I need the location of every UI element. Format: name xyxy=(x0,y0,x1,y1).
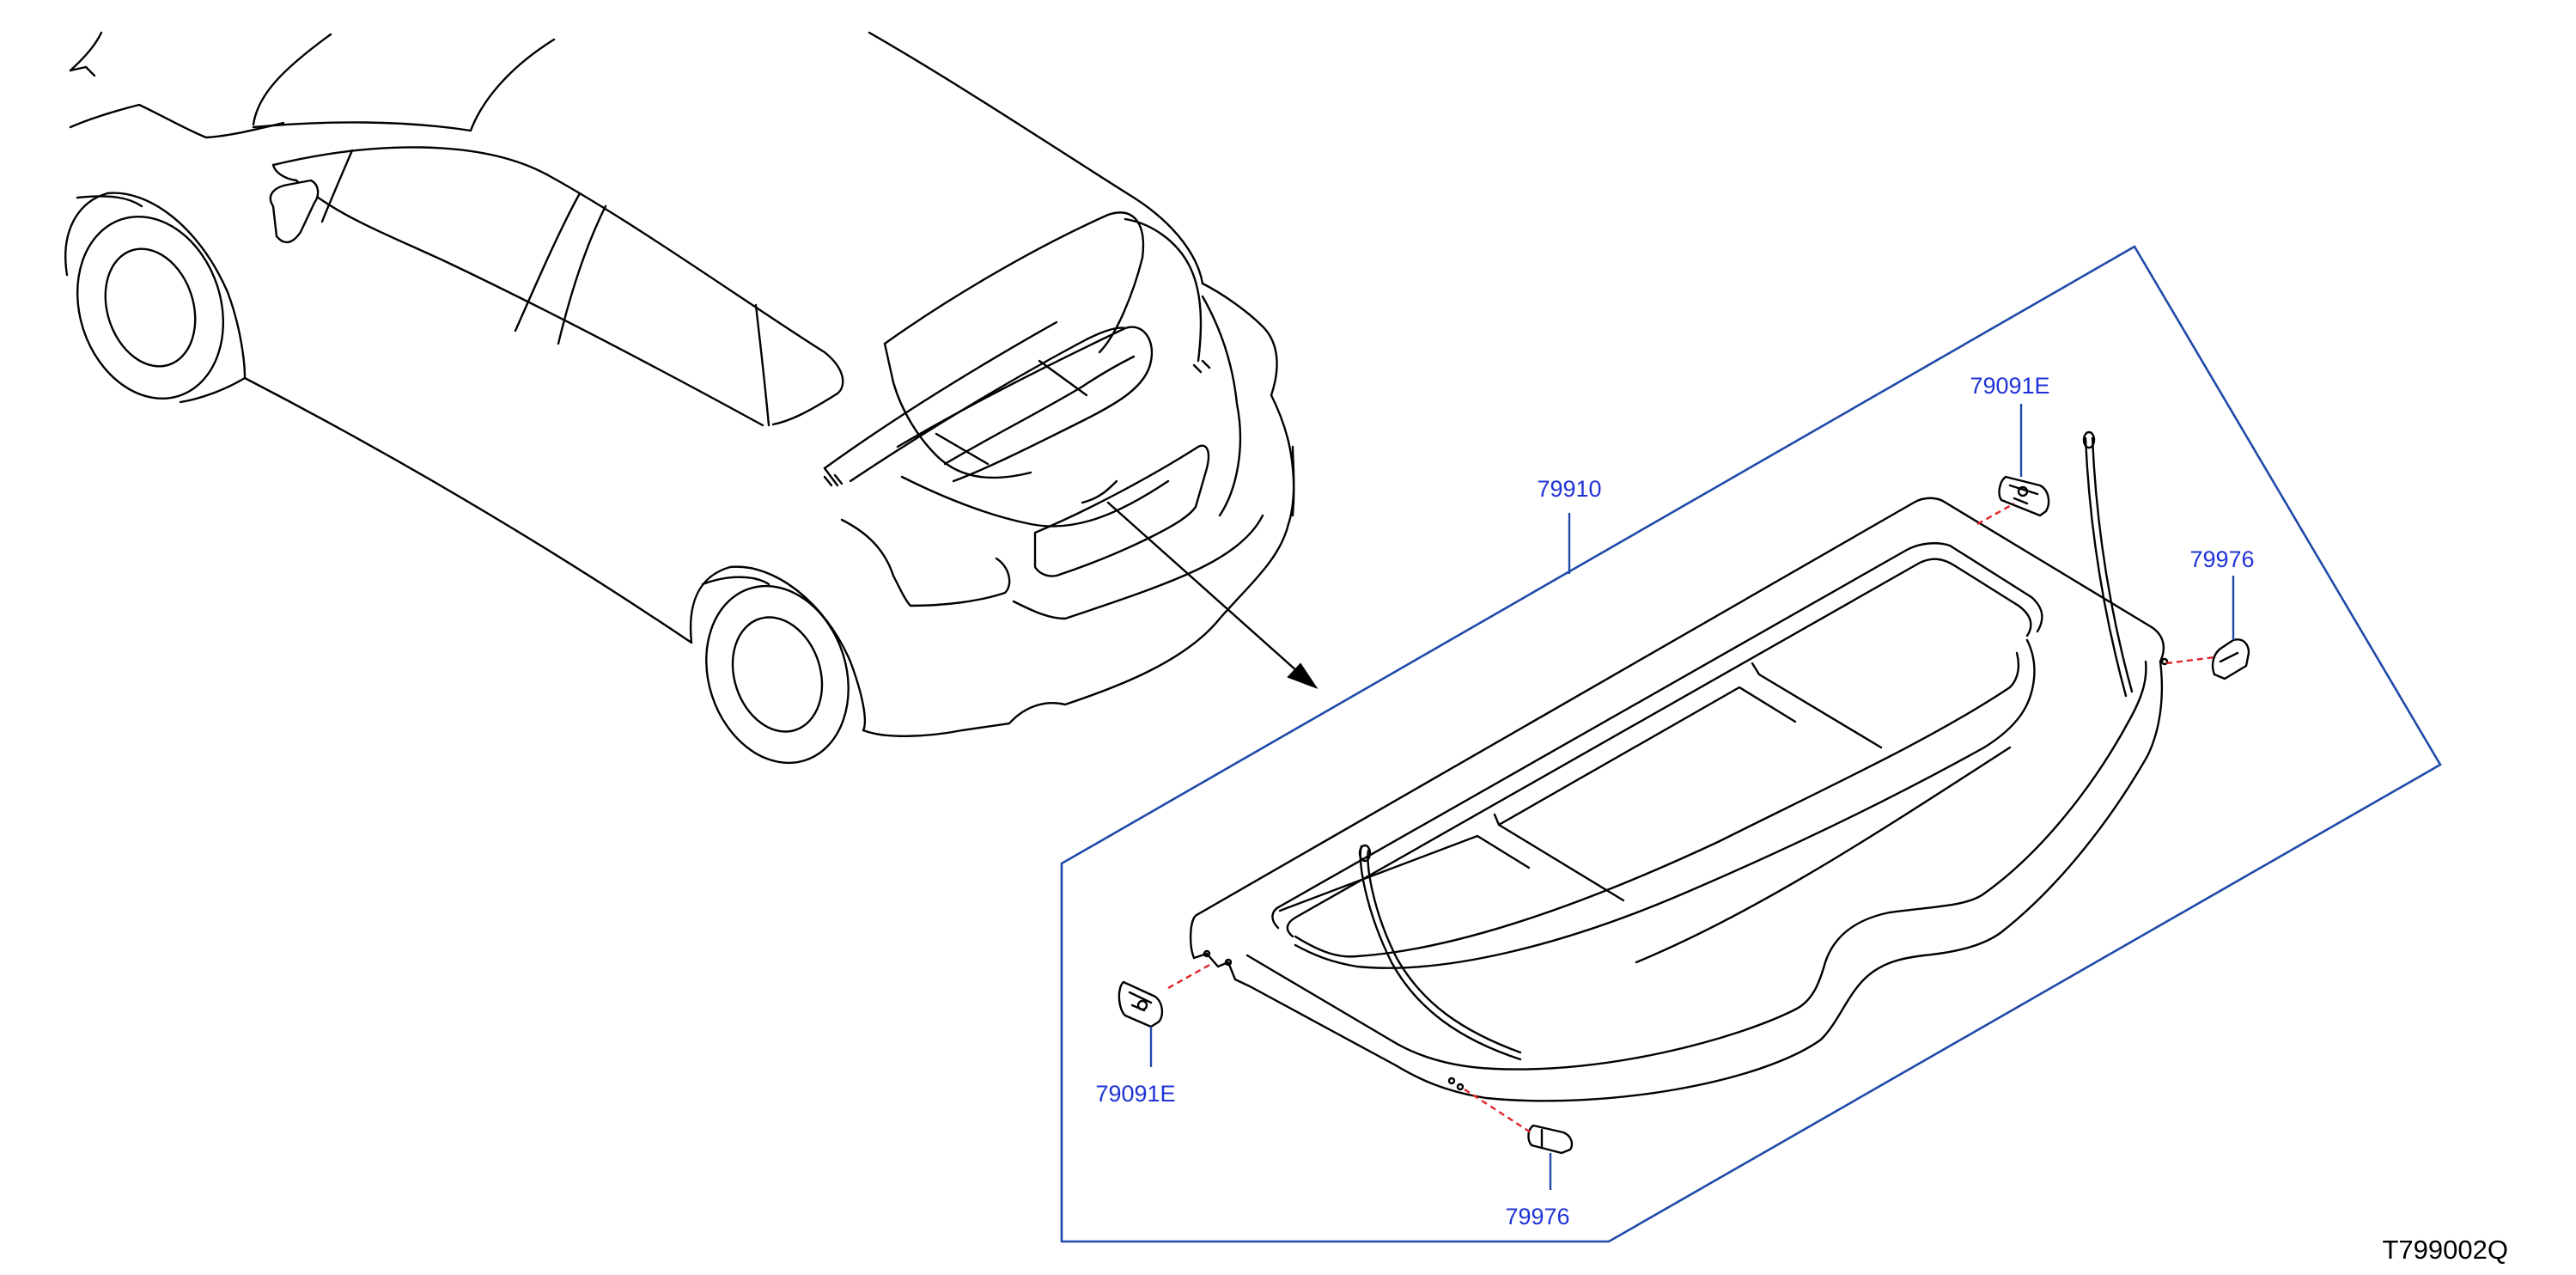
detail-frame xyxy=(1060,245,2442,1243)
callout-board-79910: 79910 xyxy=(1537,476,1601,502)
callout-hook-top-79091E: 79091E xyxy=(1970,373,2049,399)
clip-bottom xyxy=(1527,1124,1574,1155)
hook-left xyxy=(1117,980,1164,1028)
drawing-code: T799002Q xyxy=(2383,1235,2509,1265)
callout-clip-bottom-79976: 79976 xyxy=(1505,1204,1569,1229)
callout-hook-left-79091E: 79091E xyxy=(1095,1081,1175,1107)
callout-clip-right-79976: 79976 xyxy=(2189,546,2254,572)
vehicle-illustration xyxy=(64,31,1318,765)
clip-right xyxy=(2211,638,2250,680)
hook-top xyxy=(1998,475,2050,517)
parcel-shelf-board xyxy=(1190,430,2169,1102)
